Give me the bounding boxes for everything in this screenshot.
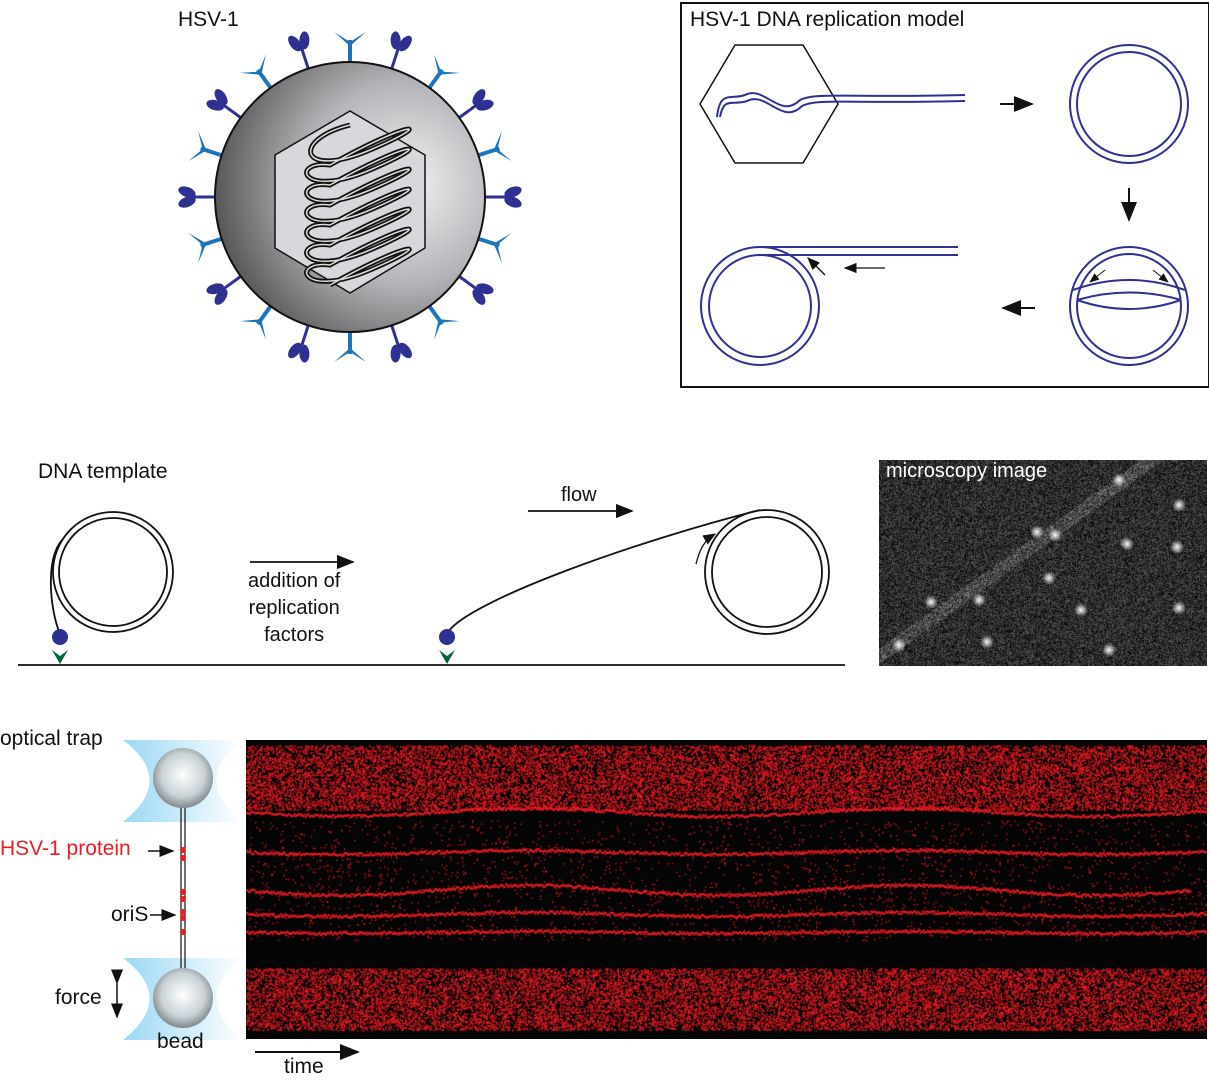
replication-model-panel	[680, 2, 1209, 388]
step-label-line: addition of	[248, 568, 340, 595]
step-label-line: factors	[248, 622, 340, 649]
bead-label: bead	[157, 1030, 204, 1054]
step-label-line: replication	[248, 595, 340, 622]
protein-label: HSV-1 protein	[0, 837, 131, 861]
flow-label: flow	[561, 484, 597, 507]
microscopy-image	[879, 460, 1207, 666]
virus-illustration	[177, 28, 523, 365]
template-title: DNA template	[38, 460, 168, 484]
force-label: force	[55, 986, 102, 1010]
microscopy-label: microscopy image	[886, 460, 1047, 483]
virus-title: HSV-1	[178, 8, 239, 32]
model-title: HSV-1 DNA replication model	[690, 8, 964, 32]
kymograph	[246, 740, 1207, 1039]
time-label: time	[284, 1055, 324, 1079]
optical-trap-label: optical trap	[0, 727, 103, 751]
step-label: addition of replication factors	[248, 568, 340, 649]
oris-label: oriS	[111, 903, 148, 927]
dna-template-diagram	[18, 510, 845, 665]
